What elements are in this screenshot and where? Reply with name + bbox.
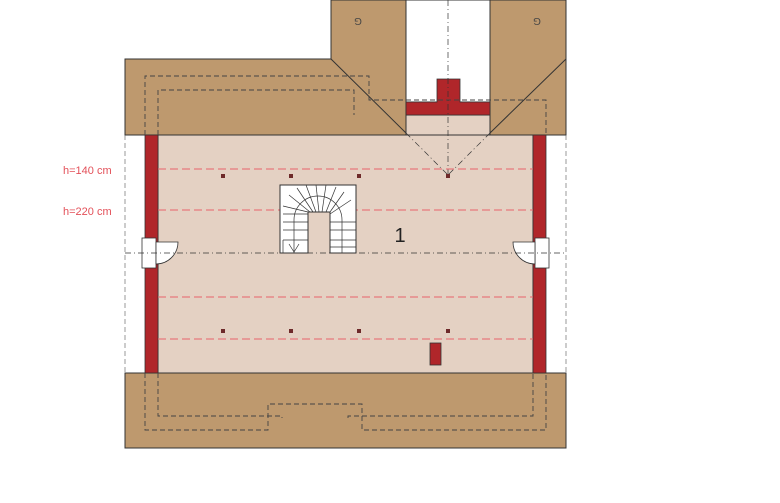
room-number: 1 xyxy=(394,225,405,247)
dormer-lines xyxy=(125,0,566,254)
height-lines xyxy=(158,168,533,340)
label-h140: h=140 cm xyxy=(63,165,112,177)
label-h220: h=220 cm xyxy=(63,206,112,218)
roof-top-section xyxy=(124,0,407,136)
chimney-block xyxy=(429,342,442,366)
staircase[interactable] xyxy=(279,184,357,254)
attic-floor xyxy=(157,134,534,374)
roof-surfaces xyxy=(124,0,567,449)
roof-top-right-section xyxy=(489,0,567,136)
roof-bottom-section xyxy=(124,372,567,449)
roof-hip-lines xyxy=(330,58,567,134)
dormer-left-mark: G xyxy=(354,15,362,26)
eave-outlines xyxy=(144,75,547,431)
dormer-right-mark: G xyxy=(533,15,541,26)
roof-posts xyxy=(221,174,450,333)
